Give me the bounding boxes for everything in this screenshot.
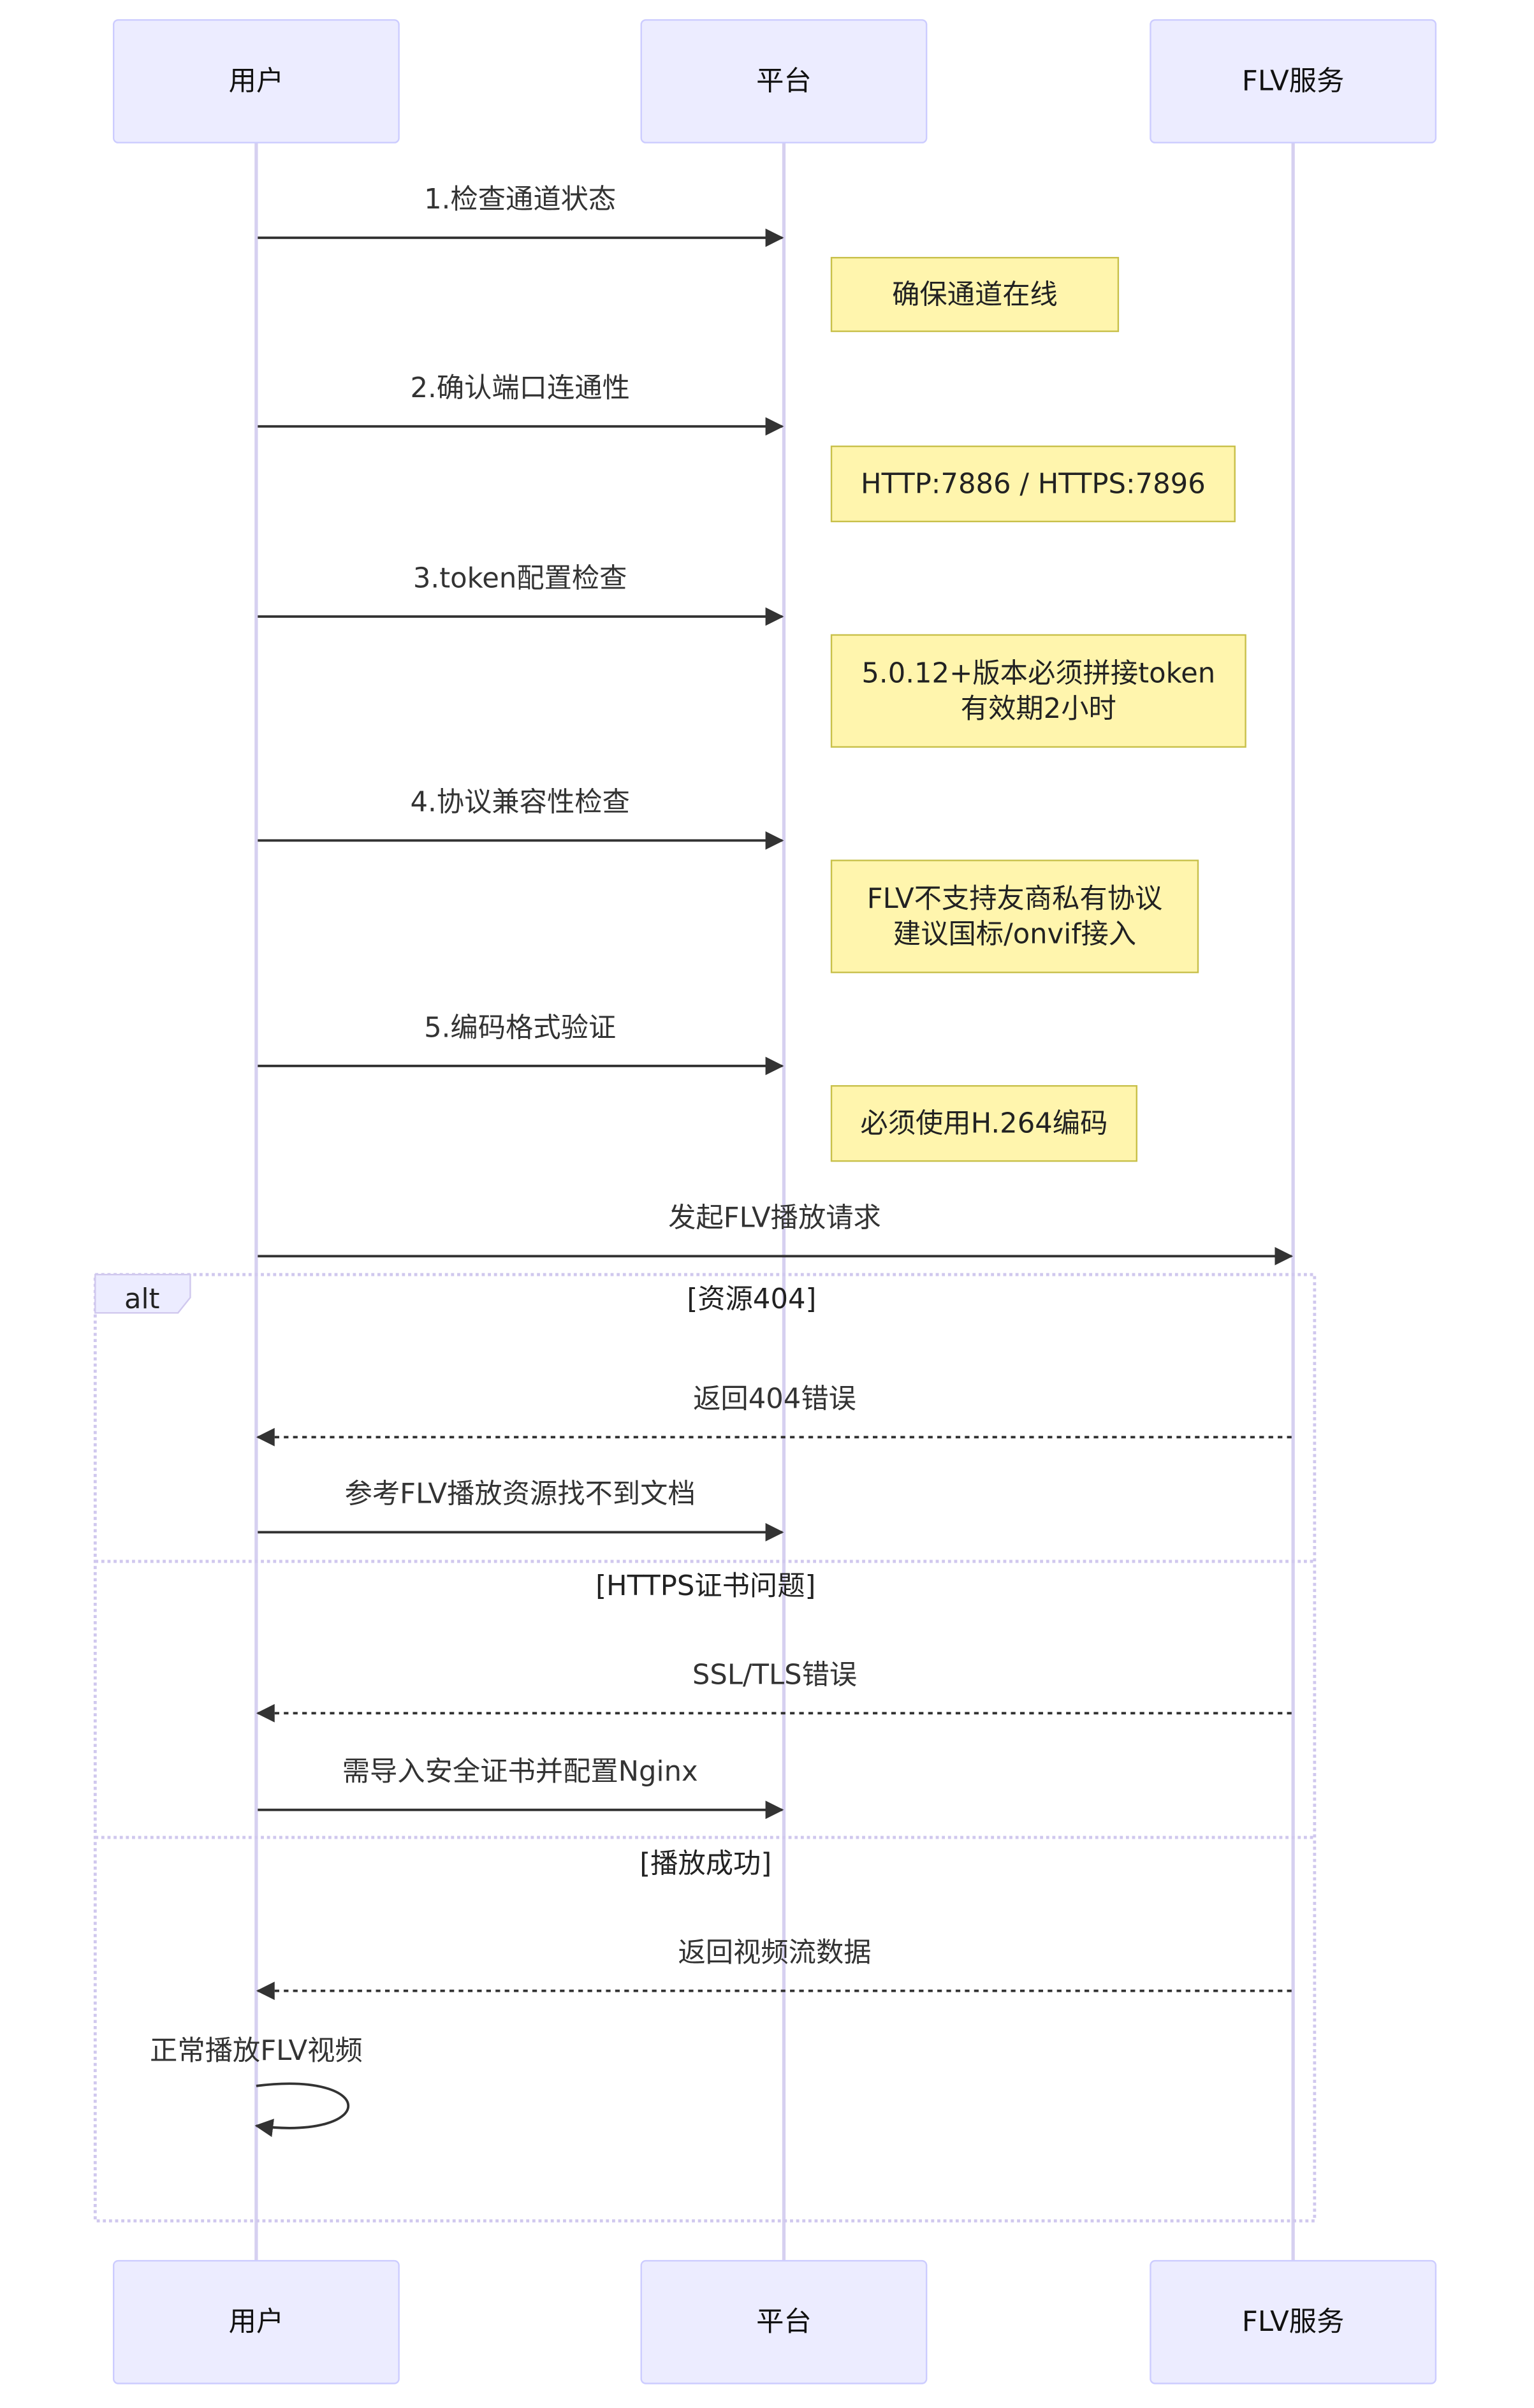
note-text: 必须使用H.264编码 [860, 1108, 1107, 1140]
participant-box [1150, 19, 1437, 143]
participant-label: FLV服务 [1242, 2306, 1344, 2338]
alt-frame: alt [资源404] [HTTPS证书问题] [播放成功] [93, 1273, 1317, 2222]
message-label: 返回404错误 [693, 1383, 856, 1415]
message-5: 发起FLV播放请求 [258, 1202, 1294, 1266]
participant-label: 平台 [756, 2306, 812, 2338]
participant-box [112, 19, 400, 143]
message-label: 4.协议兼容性检查 [410, 787, 629, 819]
participant-box [640, 2259, 928, 2384]
message-label: SSL/TLS错误 [692, 1659, 857, 1691]
participant-box [112, 2259, 400, 2384]
note-box [830, 445, 1236, 523]
note-box [830, 859, 1199, 974]
participant-label: 用户 [229, 65, 284, 97]
alt-section-label: [HTTPS证书问题] [595, 1570, 815, 1602]
message-label: 3.token配置检查 [413, 562, 627, 594]
participant-bottom-1: 平台 [640, 2259, 928, 2384]
message-8: SSL/TLS错误 [256, 1659, 1292, 1723]
message-6: 返回404错误 [256, 1383, 1292, 1447]
message-label: 5.编码格式验证 [424, 1012, 616, 1044]
note-box [830, 1085, 1137, 1162]
participant-label: 用户 [229, 2306, 284, 2338]
participant-bottom-2: FLV服务 [1150, 2259, 1437, 2384]
note-text: HTTP:7886 / HTTPS:7896 [861, 468, 1206, 500]
message-2: 3.token配置检查 [258, 562, 784, 626]
message-1: 2.确认端口连通性 [258, 372, 784, 436]
note-text: 确保通道在线 [892, 279, 1058, 310]
message-7: 参考FLV播放资源找不到文档 [258, 1478, 784, 1542]
message-3: 4.协议兼容性检查 [258, 787, 784, 850]
participant-top-0: 用户 [112, 19, 400, 143]
note-0: 确保通道在线 [830, 256, 1120, 332]
alt-section-label: [资源404] [687, 1283, 816, 1315]
participant-box [640, 19, 928, 143]
message-label: 返回视频流数据 [678, 1937, 871, 1969]
alt-label: alt [124, 1283, 160, 1315]
note-1: HTTP:7886 / HTTPS:7896 [830, 445, 1236, 523]
message-9: 需导入安全证书并配置Nginx [258, 1756, 784, 1820]
message-label: 2.确认端口连通性 [410, 372, 629, 404]
participant-top-1: 平台 [640, 19, 928, 143]
participant-top-2: FLV服务 [1150, 19, 1437, 143]
participant-bottom-0: 用户 [112, 2259, 400, 2384]
participant-label: 平台 [756, 65, 812, 97]
message-10: 返回视频流数据 [256, 1937, 1292, 2001]
self-message-arrow [254, 2082, 349, 2137]
note-text: 建议国标/onvif接入 [893, 919, 1136, 951]
participant-label: FLV服务 [1242, 65, 1344, 97]
participant-box [1150, 2259, 1437, 2384]
alt-section-label: [播放成功] [639, 1848, 771, 1879]
message-4: 5.编码格式验证 [258, 1012, 784, 1076]
note-4: 必须使用H.264编码 [830, 1085, 1137, 1162]
alt-frame-border [93, 1273, 1317, 2222]
message-label: 正常播放FLV视频 [150, 2035, 363, 2067]
note-box [830, 634, 1246, 748]
note-text: 5.0.12+版本必须拼接token [861, 658, 1215, 690]
note-text: FLV不支持友商私有协议 [867, 883, 1163, 915]
note-text: 有效期2小时 [961, 693, 1116, 725]
note-box [830, 256, 1120, 332]
message-11: 正常播放FLV视频 [150, 2035, 363, 2137]
message-0: 1.检查通道状态 [258, 184, 784, 247]
message-label: 1.检查通道状态 [424, 184, 616, 215]
alt-label-box [94, 1273, 191, 1314]
message-label: 参考FLV播放资源找不到文档 [345, 1478, 696, 1510]
message-label: 发起FLV播放请求 [668, 1202, 881, 1234]
message-label: 需导入安全证书并配置Nginx [342, 1756, 698, 1788]
